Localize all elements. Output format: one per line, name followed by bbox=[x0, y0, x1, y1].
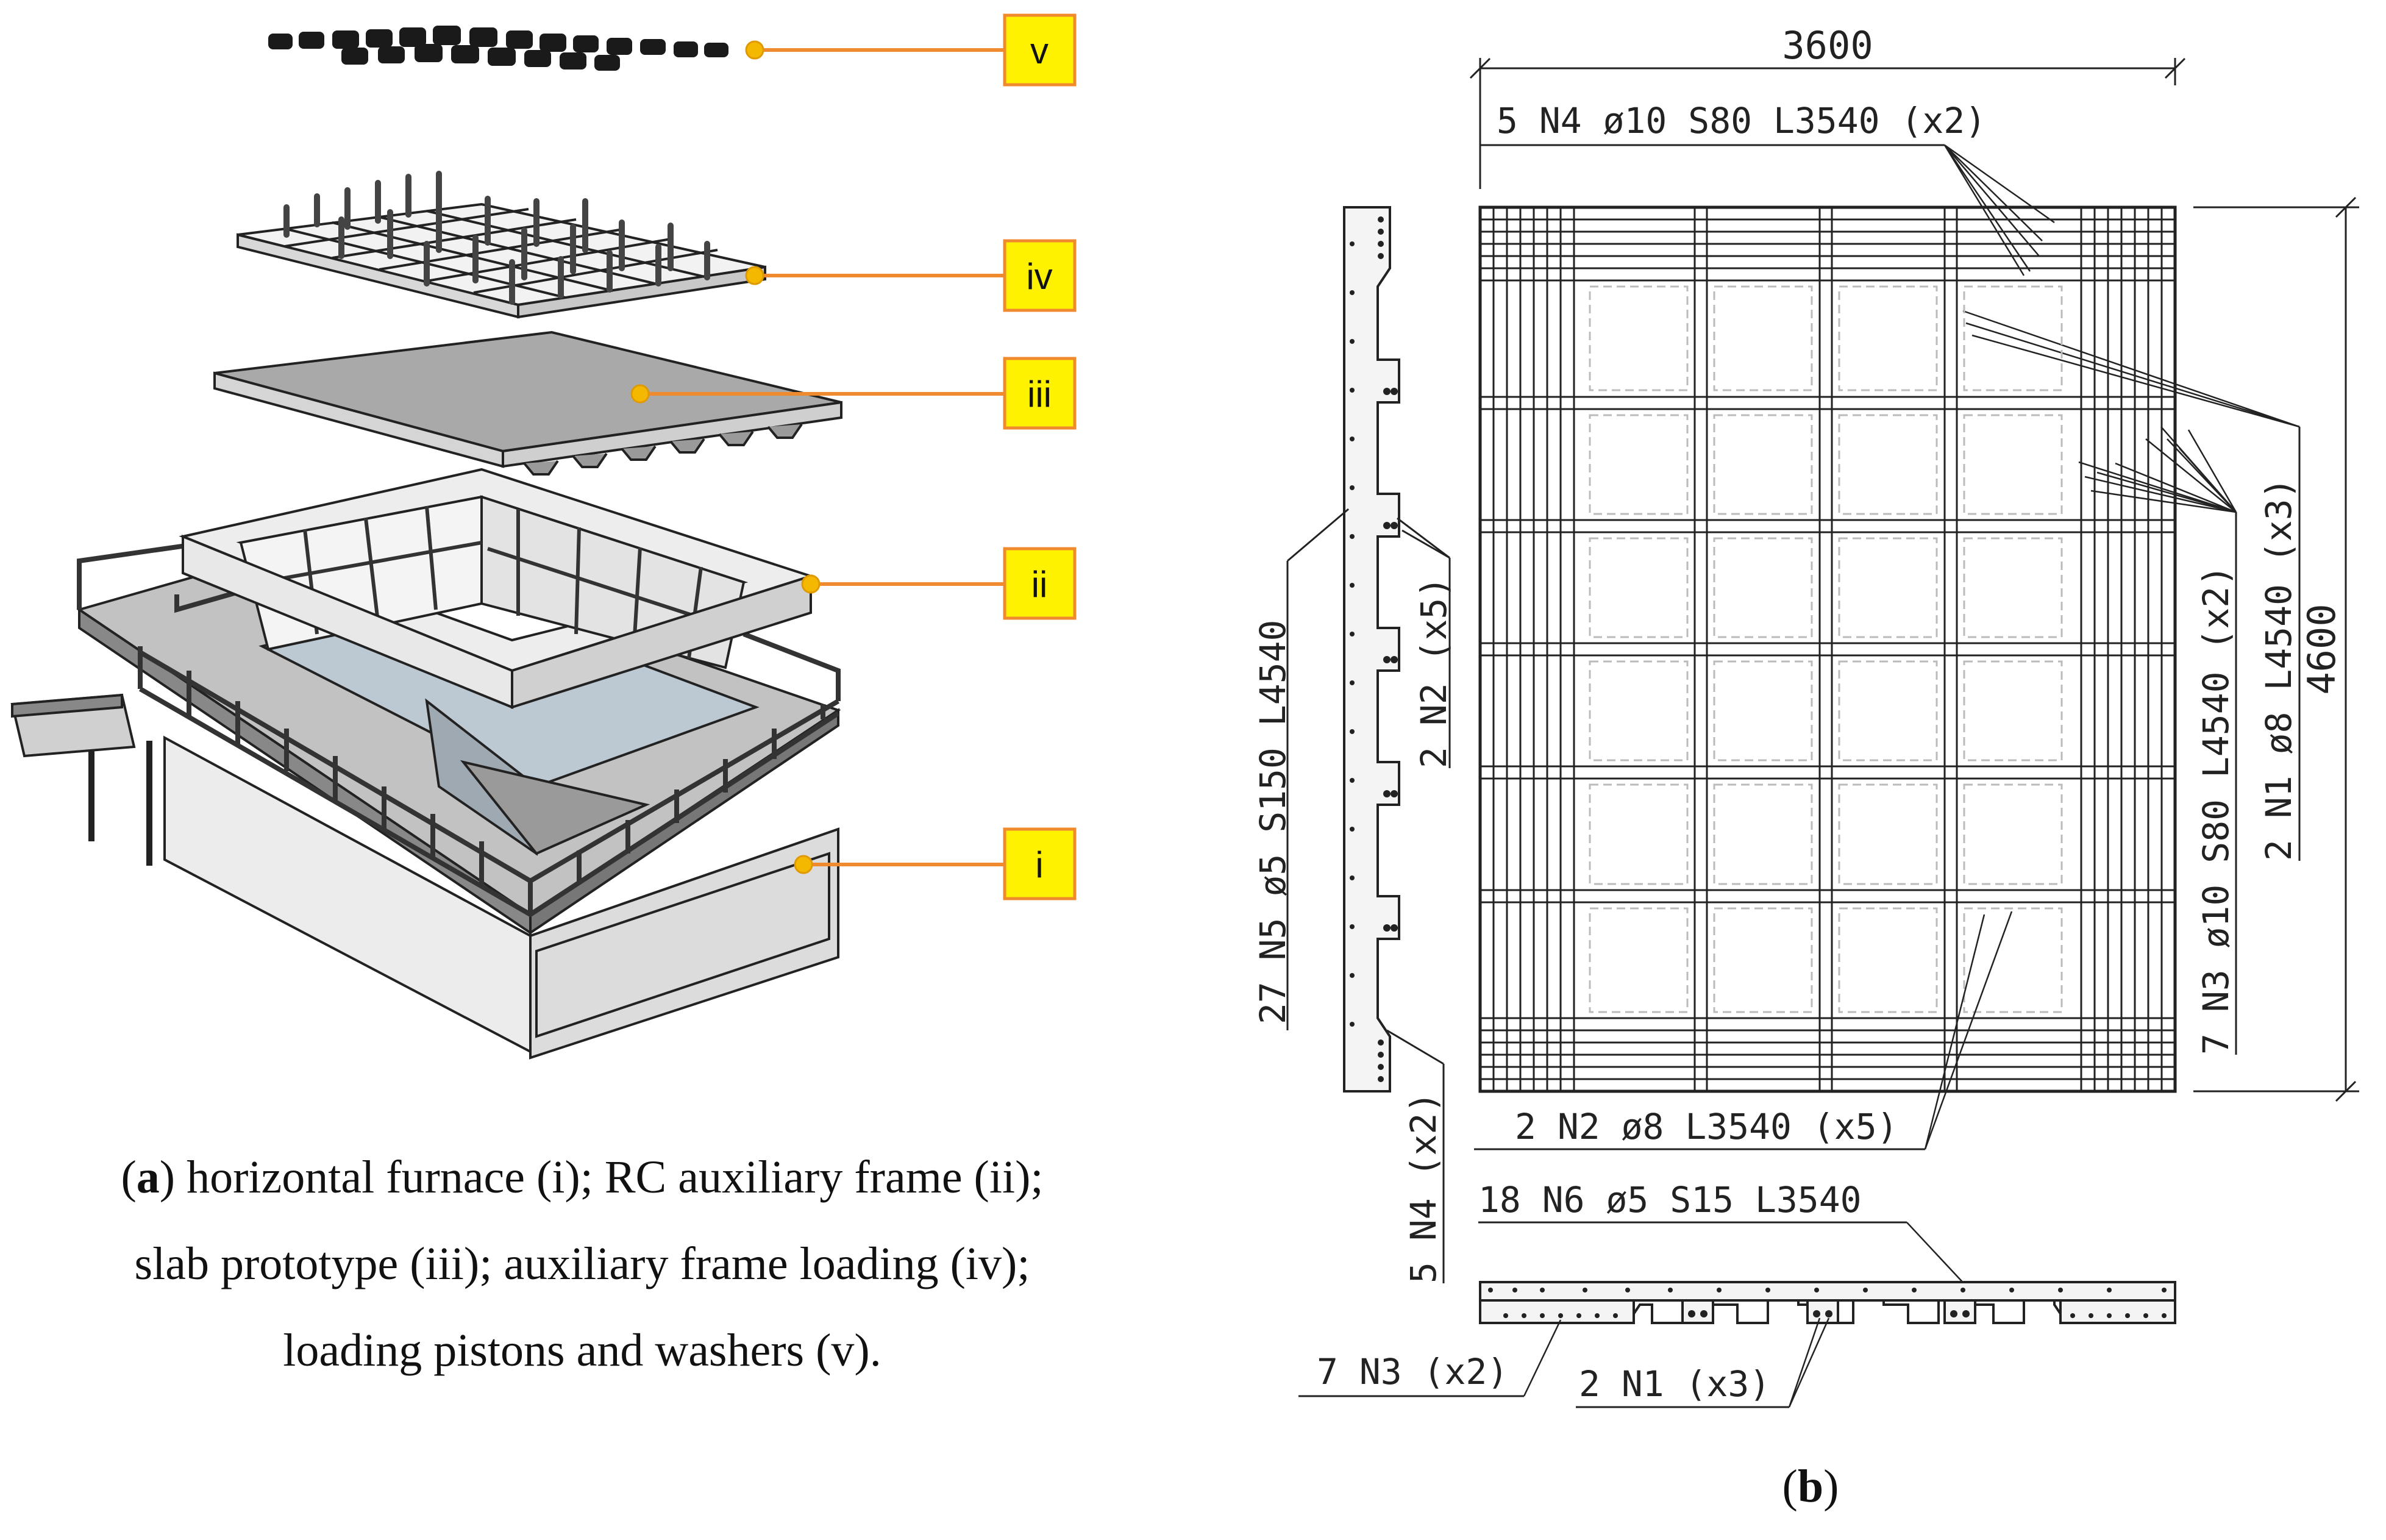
label-v: v bbox=[1030, 30, 1049, 71]
label-i: i bbox=[1035, 844, 1043, 885]
panel-a-caption: (a) horizontal furnace (i); RC auxiliary… bbox=[0, 1134, 1164, 1394]
label-box-i bbox=[1003, 827, 1077, 900]
caption-b-close-paren: ) bbox=[1823, 1461, 1839, 1512]
panel-a-illustration: v bbox=[10, 13, 1077, 1060]
height-dimension bbox=[2193, 196, 2359, 1102]
label-box-iv bbox=[1003, 239, 1077, 312]
caption-a-line1-text: ) horizontal furnace (i); RC auxiliary f… bbox=[159, 1152, 1044, 1203]
loading-frame-drawing bbox=[237, 171, 766, 319]
panel-b-drawing: 3600 5 N4 ø10 S80 L3540 (x2) 4600 7 N3 ø… bbox=[1252, 23, 2359, 1408]
caption-b-open-paren: ( bbox=[1782, 1461, 1798, 1512]
label-ii: ii bbox=[1031, 564, 1048, 605]
slab-prototype-drawing bbox=[213, 330, 842, 476]
leader-n3-n1-right bbox=[1962, 310, 2300, 513]
auxiliary-frame-drawing bbox=[179, 468, 815, 709]
label-iii: iii bbox=[1027, 374, 1052, 415]
caption-a-line1: (a) horizontal furnace (i); RC auxiliary… bbox=[0, 1134, 1164, 1221]
rebar-plan-grid bbox=[1478, 205, 2177, 1093]
longitudinal-section bbox=[1343, 206, 1400, 1093]
transverse-section bbox=[1479, 1281, 2176, 1324]
note-n2-left: 2 N2 (x5) bbox=[1413, 577, 1455, 768]
label-iv: iv bbox=[1026, 256, 1052, 297]
dim-height: 4600 bbox=[2299, 604, 2344, 694]
note-n6-bottom: 18 N6 ø5 S15 L3540 bbox=[1478, 1179, 1862, 1221]
leader-n2-bottom bbox=[1924, 911, 2013, 1150]
panel-b-caption: (b) bbox=[1737, 1460, 1884, 1513]
pistons-washers-drawing bbox=[268, 26, 728, 71]
note-n1-right: 2 N1 ø8 L4540 (x3) bbox=[2258, 477, 2299, 861]
note-n4-left: 5 N4 (x2) bbox=[1403, 1092, 1444, 1283]
caption-a-line3: loading pistons and washers (v). bbox=[283, 1325, 881, 1376]
note-n1-section: 2 N1 (x3) bbox=[1579, 1363, 1770, 1405]
note-n3-section: 7 N3 (x2) bbox=[1317, 1351, 1508, 1392]
caption-a-line2: slab prototype (iii); auxiliary frame lo… bbox=[134, 1238, 1030, 1289]
furnace-drawing bbox=[10, 521, 841, 1060]
note-n2-bottom: 2 N2 ø8 L3540 (x5) bbox=[1515, 1106, 1898, 1147]
note-n4-top: 5 N4 ø10 S80 L3540 (x2) bbox=[1497, 100, 1986, 141]
caption-a-open-paren: ( bbox=[121, 1152, 137, 1203]
label-box-ii bbox=[1003, 547, 1077, 620]
note-n3-right: 7 N3 ø10 S80 L4540 (x2) bbox=[2195, 565, 2237, 1055]
label-box-iii bbox=[1003, 357, 1077, 430]
width-dimension bbox=[1469, 57, 2186, 189]
caption-b-letter: b bbox=[1797, 1461, 1824, 1512]
dim-width: 3600 bbox=[1782, 23, 1873, 68]
leader-n4-top bbox=[1943, 144, 2055, 276]
caption-a-letter: a bbox=[136, 1152, 160, 1203]
label-box-v bbox=[1003, 13, 1077, 87]
